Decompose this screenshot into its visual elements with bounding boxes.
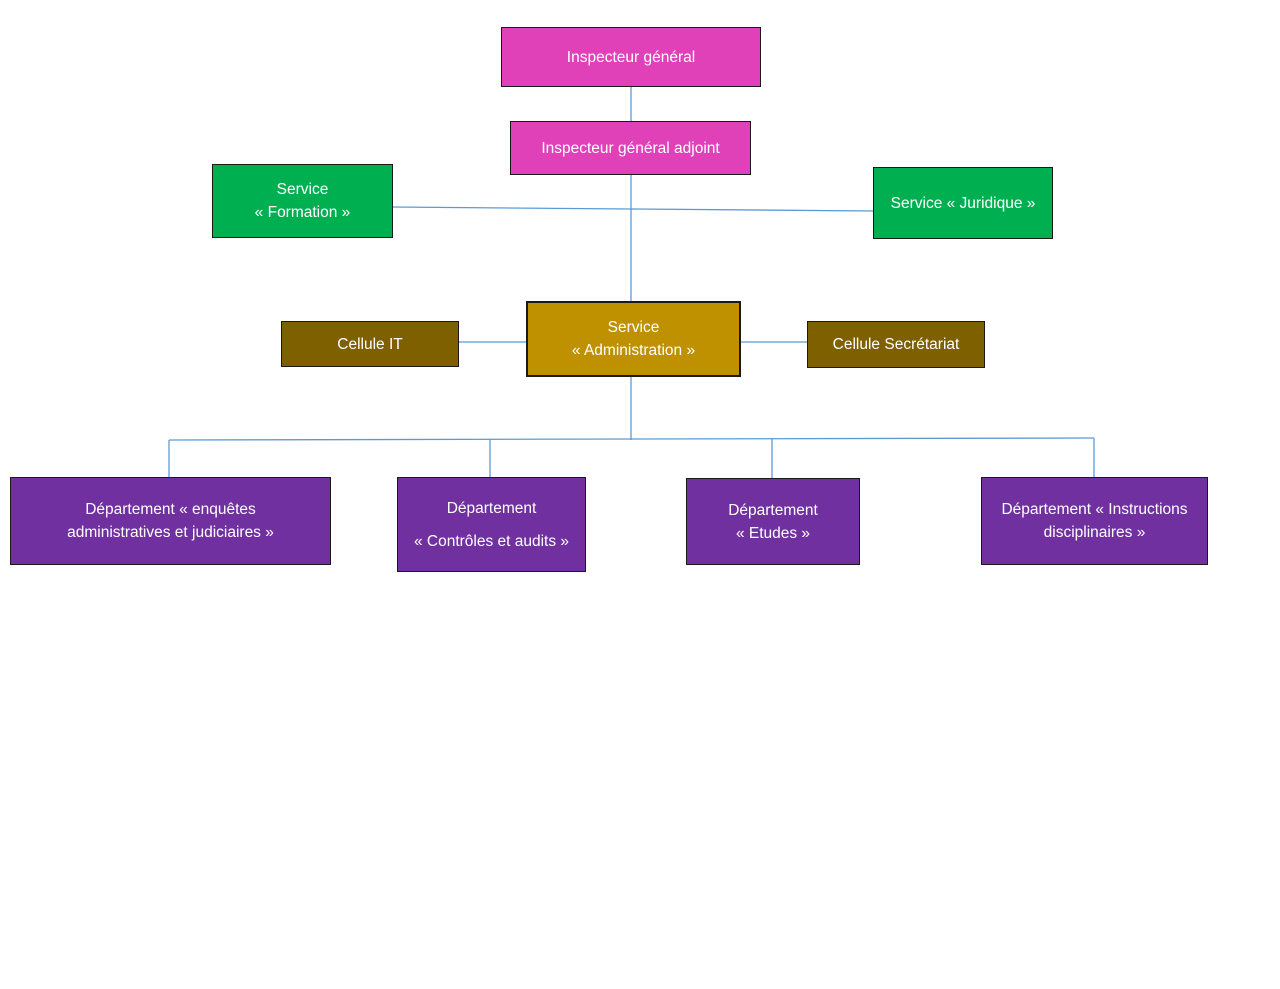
- department-instructions-box[interactable]: Département « Instructions disciplinaire…: [981, 477, 1208, 565]
- service-administration-line2: « Administration »: [571, 342, 696, 359]
- department-enquetes-line2: administratives et judiciaires »: [67, 524, 274, 541]
- service-juridique-box[interactable]: Service « Juridique »: [873, 167, 1053, 239]
- department-controles-line2: « Contrôles et audits »: [413, 532, 570, 550]
- service-juridique-label: Service « Juridique »: [890, 194, 1036, 212]
- department-etudes-line1: Département: [728, 501, 818, 519]
- cell-secretariat-label: Cellule Secrétariat: [832, 336, 960, 353]
- cell-secretariat-box[interactable]: Cellule Secrétariat: [807, 321, 985, 368]
- connector-departments-bus: [168, 437, 1095, 441]
- cell-it-label: Cellule IT: [337, 335, 403, 353]
- deputy-inspector-general-label: Inspecteur général adjoint: [541, 139, 720, 157]
- department-etudes-box[interactable]: Département « Etudes »: [686, 478, 860, 565]
- cell-it-box[interactable]: Cellule IT: [281, 321, 459, 367]
- service-formation-box[interactable]: Service « Formation »: [212, 164, 393, 238]
- department-etudes-line2: « Etudes »: [735, 524, 811, 542]
- service-administration-line1: Service: [607, 319, 660, 336]
- connector-service-juridique: [630, 208, 875, 212]
- department-enquetes-box[interactable]: Département « enquêtes administratives e…: [10, 477, 331, 565]
- department-controles-box[interactable]: Département « Contrôles et audits »: [397, 477, 586, 572]
- service-formation-line1: Service: [276, 181, 329, 198]
- connector-service-formation: [391, 206, 632, 210]
- deputy-inspector-general-box[interactable]: Inspecteur général adjoint: [510, 121, 751, 175]
- service-administration-box[interactable]: Service « Administration »: [526, 301, 741, 377]
- department-enquetes-line1: Département « enquêtes: [85, 501, 256, 518]
- department-instructions-line2: disciplinaires »: [1043, 524, 1146, 541]
- service-formation-line2: « Formation »: [254, 204, 351, 221]
- department-controles-line1: Département: [446, 499, 537, 517]
- department-instructions-line1: Département « Instructions: [1001, 501, 1188, 518]
- inspector-general-box[interactable]: Inspecteur général: [501, 27, 761, 87]
- inspector-general-label: Inspecteur général: [566, 48, 696, 66]
